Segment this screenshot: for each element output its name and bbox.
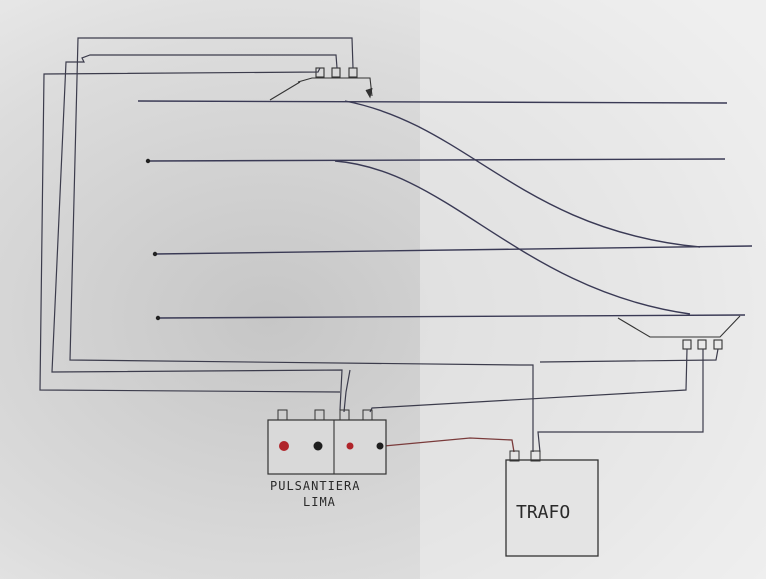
track-end-marks: [145, 158, 161, 321]
transformer-terminal: [509, 450, 520, 462]
turnout-curve-lower: [334, 160, 691, 315]
transformer-label: TRAFO: [516, 502, 570, 523]
wire-top-middle: [51, 54, 343, 411]
motor-arrow-icon: [365, 87, 373, 99]
track-end-dot: [152, 251, 158, 257]
wire-group: [39, 37, 719, 453]
track-4: [157, 314, 746, 319]
turnout-curve-upper: [344, 100, 701, 248]
transformer-body: [505, 459, 599, 557]
motor-housing: [617, 315, 741, 338]
wire-control-to-trafo: [383, 437, 515, 453]
track-2: [147, 158, 726, 162]
red-push-button: [346, 442, 354, 450]
wire-top-inner: [39, 67, 341, 393]
track-end-dot: [145, 158, 151, 164]
control-panel: PULSANTIERA LIMA: [267, 409, 387, 509]
control-panel-label-line2: LIMA: [303, 495, 336, 509]
control-terminal: [339, 409, 350, 421]
motor-housing: [297, 77, 373, 97]
control-terminal: [362, 409, 373, 421]
wire-control-drop: [343, 369, 351, 413]
wire-bottom-motor-b: [537, 349, 704, 453]
transformer-terminal: [530, 450, 541, 462]
track-end-dot: [155, 315, 161, 321]
black-push-button: [376, 442, 384, 450]
motor-terminal: [697, 339, 707, 350]
wire-bottom-motor-c: [539, 348, 719, 363]
track-group: [137, 100, 753, 319]
transformer: TRAFO: [505, 450, 599, 557]
control-panel-label-line1: PULSANTIERA: [270, 479, 360, 493]
motor-lever: [269, 81, 301, 101]
motor-terminal: [331, 67, 341, 78]
track-1: [137, 100, 728, 104]
red-push-button: [279, 441, 289, 451]
control-terminal: [314, 409, 325, 421]
wire-top-outer: [69, 37, 534, 452]
black-push-button: [313, 441, 323, 451]
track-3: [154, 245, 753, 255]
control-terminal: [277, 409, 288, 421]
turnout-motor-top: [269, 67, 373, 101]
